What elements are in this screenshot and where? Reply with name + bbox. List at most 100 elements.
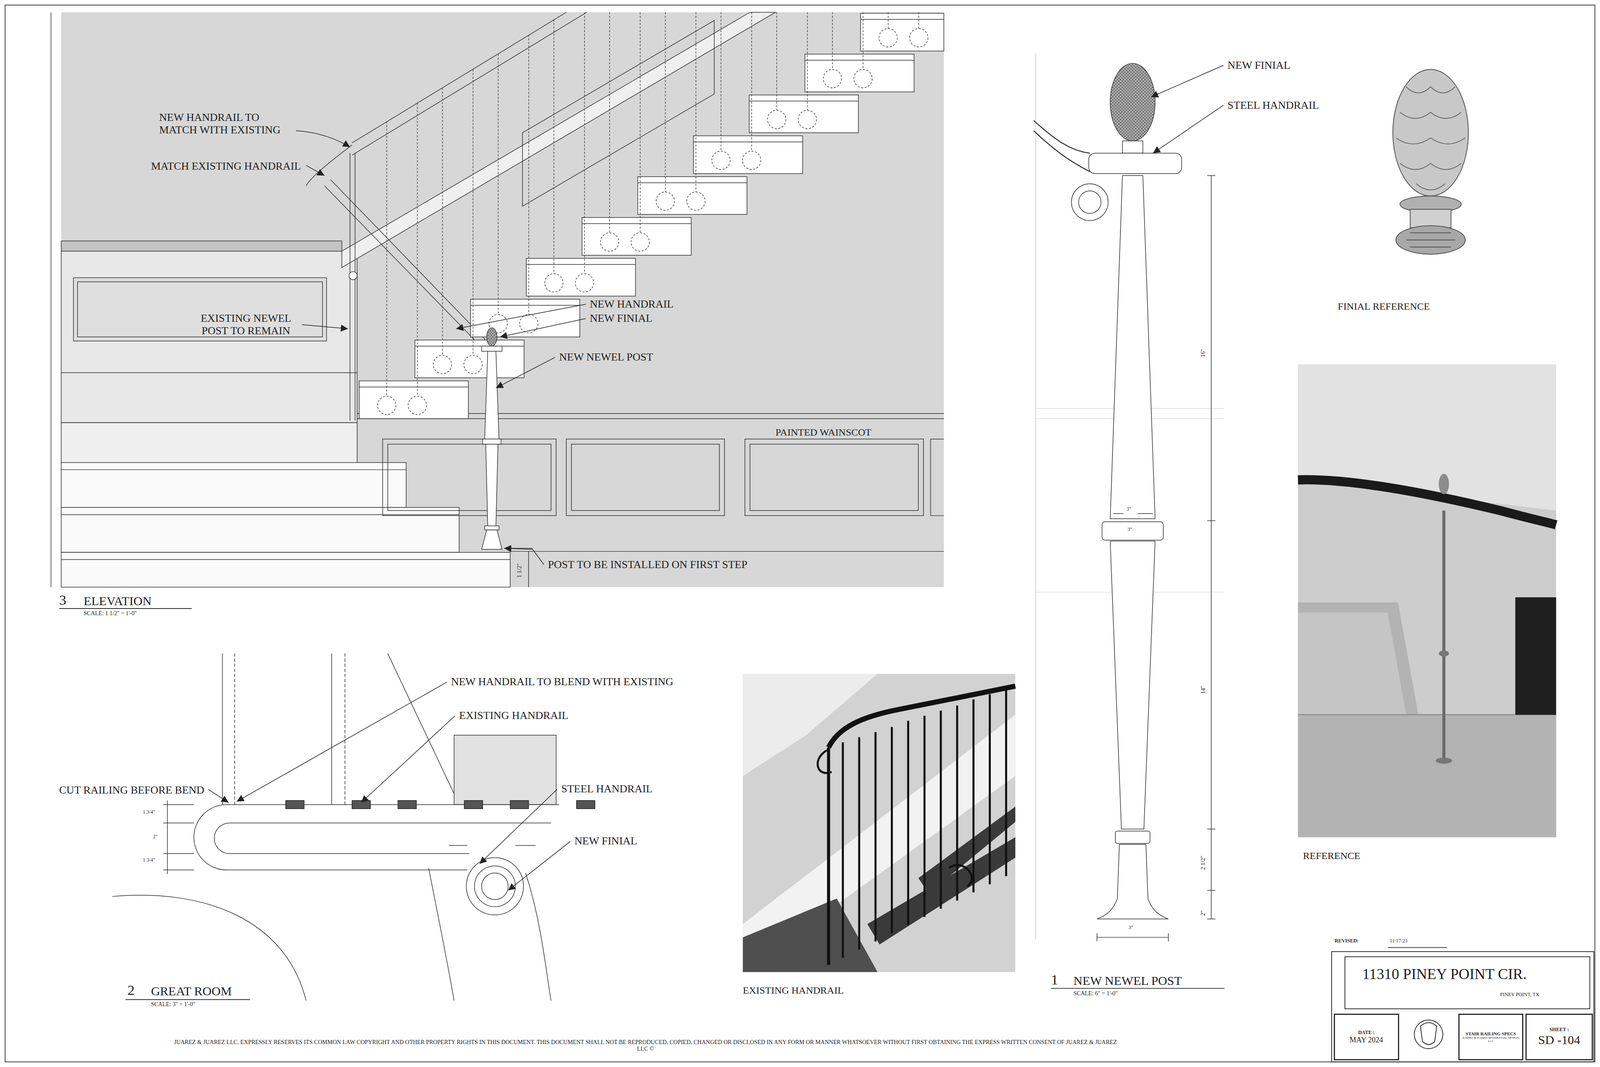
great-room-plan [466,857,524,915]
stair-elevation [497,54,499,315]
great-room-plan [222,653,223,805]
newel-post-detail [1078,190,1102,214]
leader-line [302,324,348,329]
existing-handrail-photo [817,749,832,773]
existing-handrail-photo [858,737,861,950]
view-title-underline [125,998,250,1000]
existing-handrail-photo [742,898,878,972]
view-title-underline [59,608,1225,1000]
reference-photo [1442,510,1446,764]
title-block [1414,1019,1443,1049]
newel-post-detail [1207,175,1216,176]
newel-post-detail [1088,152,1182,174]
stair-elevation [609,12,610,233]
stair-elevation [584,12,585,274]
newel-post-detail [1207,520,1216,521]
newel-post-detail [1097,936,1169,938]
leader-line [361,715,455,803]
reference-photo [1515,597,1557,715]
existing-handrail-photo [874,731,877,941]
stair-elevation [749,95,859,133]
newel-post-detail [1207,828,1216,829]
stair-elevation [519,314,538,333]
stair-elevation [742,151,761,170]
newel-post-detail [1210,175,1212,919]
copyright-note: JUAREZ & JUAREZ LLC. EXPRESSLY RESERVES … [168,1038,1123,1053]
newel-post-detail [1110,175,1155,519]
stair-elevation [359,386,469,388]
reference-photo [1438,650,1449,657]
great-room-plan [112,895,306,1001]
dimension-text: 16" [1200,348,1207,358]
existing-handrail-photo [827,747,830,965]
stair-elevation [805,54,915,93]
leader-line [208,789,229,803]
dimension-text: 1 1/2" [516,563,523,578]
newel-post-detail [1110,63,1155,141]
stair-elevation [349,271,358,280]
stair-elevation [918,12,919,29]
leader-line [208,681,571,890]
sheet-border [5,5,1595,1062]
existing-handrail-photo [842,689,1007,958]
finial-reference-image [1410,209,1451,228]
stair-elevation [61,240,342,251]
stair-elevation [751,12,752,151]
stair-elevation [526,264,636,265]
leader-line [504,548,545,565]
great-room-plan [474,865,516,907]
callout-label: NEW NEWEL POST [559,350,653,364]
existing-handrail-photo [956,705,959,901]
reference-photo [1297,479,1557,525]
callout-label: EXISTING HANDRAIL [459,709,569,722]
stair-elevation [526,258,636,297]
stair-elevation [324,185,480,345]
newel-post-detail [1207,889,1216,890]
great-room-plan [428,867,455,1000]
stair-elevation [566,438,725,516]
callout-label: NEW FINIAL [1227,59,1290,72]
callout-label: PAINTED WAINSCOT [775,426,872,439]
stair-elevation [887,12,889,29]
stair-elevation [359,380,469,419]
reference-photo [1438,473,1449,495]
cell-heading: DATE : [1357,1029,1375,1036]
stair-elevation [832,12,833,70]
callout-label: NEW HANDRAIL TO BLEND WITH EXISTING [450,675,674,688]
stair-elevation [386,121,387,397]
new-newel-post-elevation [485,444,498,526]
leader-line [495,357,555,388]
stair-elevation [693,141,803,143]
stair-elevation [720,12,722,151]
new-newel-post-elevation [481,529,503,550]
great-room-plan [112,653,595,1001]
existing-handrail-photo [988,694,991,885]
finial-reference-image [1406,86,1456,93]
dimension-text: 2 1/2" [1200,855,1207,870]
reference-photo [1297,364,1557,511]
cell-value: MAY 2024 [1349,1035,1383,1045]
scale-note: SCALE: 3" = 1'-0" [150,1000,195,1008]
stair-elevation [711,151,730,170]
stair-elevation [582,217,692,256]
existing-handrail-photo [828,685,1016,748]
stair-elevation [330,179,486,340]
stair-elevation [749,100,859,102]
stair-elevation [528,34,529,315]
view-number: 3 [59,591,67,608]
great-room-plan [510,800,529,809]
stair-elevation [50,12,944,587]
newel-post-detail [1096,932,1098,942]
stair-elevation [73,277,327,341]
callout-label: NEW FINIAL [590,312,653,325]
cell-value: SD -104 [1538,1032,1581,1048]
finial-reference-image [1400,112,1462,119]
stair-elevation [693,135,803,174]
great-room-plan [285,800,595,809]
great-room-plan [397,800,417,809]
finial-reference-image [1392,69,1469,197]
existing-handrail-photo [923,715,926,917]
callout-label: EXISTING NEWEL POST TO REMAIN [193,312,298,338]
great-room-plan [331,653,332,805]
reference-photo [1297,364,1557,838]
